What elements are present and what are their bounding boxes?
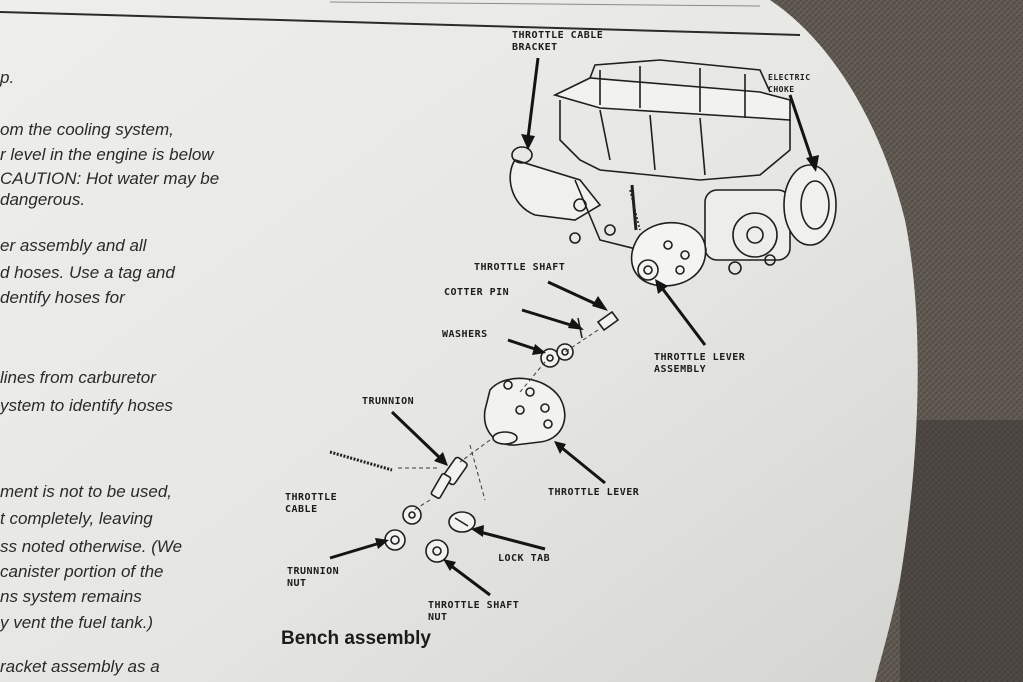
label-throttle-cable: THROTTLE CABLE (285, 492, 338, 515)
label-trunnion-nut: TRUNNION NUT (287, 566, 340, 589)
paper-sheet (0, 0, 918, 682)
body-line: racket assembly as a (0, 657, 160, 676)
body-line: canister portion of the (0, 562, 164, 581)
body-line: dangerous. (0, 190, 86, 209)
body-line: CAUTION: Hot water may be (0, 169, 220, 188)
body-line: y vent the fuel tank.) (0, 613, 154, 632)
body-line: om the cooling system, (0, 120, 174, 139)
body-line: ment is not to be used, (0, 482, 172, 501)
body-line: lines from carburetor (0, 368, 156, 387)
body-line: d hoses. Use a tag and (0, 263, 175, 282)
body-line: ystem to identify hoses (0, 396, 173, 415)
exploded-parts (384, 310, 620, 563)
label-throttle-shaft: THROTTLE SHAFT (474, 262, 566, 273)
label-throttle-lever: THROTTLE LEVER (548, 487, 640, 498)
label-throttle-shaft-nut: THROTTLE SHAFT NUT (428, 600, 520, 623)
body-line: dentify hoses for (0, 288, 125, 307)
body-line: t completely, leaving (0, 509, 153, 528)
body-line: er assembly and all (0, 236, 147, 255)
body-line: ss noted otherwise. (We (0, 537, 183, 556)
label-trunnion: TRUNNION (362, 396, 415, 407)
carburetor-illustration (509, 59, 837, 287)
label-cotter-pin: COTTER PIN (444, 287, 510, 298)
label-electric-choke: ELECTRIC CHOKE (768, 73, 811, 94)
label-throttle-cable-bracket: THROTTLE CABLE BRACKET (512, 30, 604, 53)
body-line: p. (0, 68, 15, 87)
section-heading: Bench assembly (281, 628, 431, 649)
label-throttle-lever-assembly: THROTTLE LEVER ASSEMBLY (654, 352, 746, 375)
body-line: r level in the engine is below (0, 145, 214, 164)
label-washers: WASHERS (442, 329, 488, 340)
body-line: ns system remains (0, 587, 142, 606)
label-lock-tab: LOCK TAB (498, 553, 551, 564)
